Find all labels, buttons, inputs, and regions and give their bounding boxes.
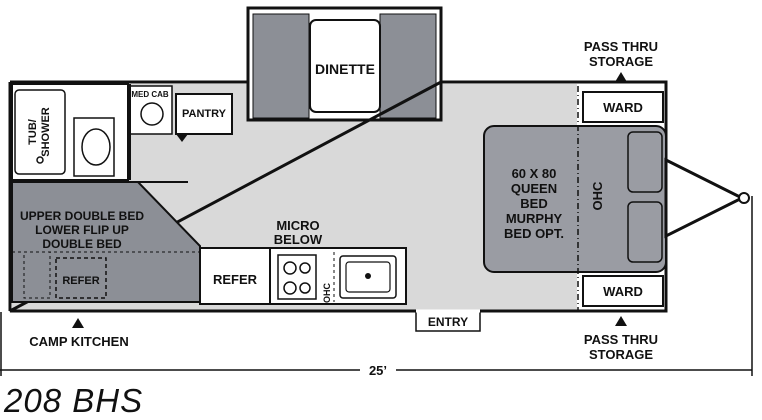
- burner-4: [299, 282, 311, 294]
- arrow-up-bottom-icon: [615, 316, 627, 326]
- bed-label-1: 60 X 80: [512, 166, 557, 181]
- dinette-label: DINETTE: [315, 61, 375, 77]
- bed-label-4: MURPHY: [506, 211, 563, 226]
- bunk-ladder: [23, 251, 51, 299]
- bath-wall: [128, 84, 131, 180]
- pantry-notch: [176, 134, 188, 142]
- length-label: 25’: [369, 363, 387, 378]
- burner-3: [283, 281, 297, 295]
- pass-thru-top-label-1: PASS THRU: [584, 39, 658, 54]
- dinette-table: [309, 19, 381, 113]
- pillow-2: [627, 201, 663, 263]
- dinette-bench-right: [379, 13, 437, 119]
- pantry: [175, 93, 233, 135]
- ward-bottom-box: [582, 275, 664, 307]
- pass-thru-bottom-label-2: STORAGE: [589, 347, 653, 362]
- bunk-label-3: DOUBLE BED: [42, 237, 122, 251]
- sink-bowl: [140, 102, 164, 126]
- ward-bottom-label: WARD: [603, 284, 643, 299]
- pass-thru-bottom-label-1: PASS THRU: [584, 332, 658, 347]
- burner-1: [283, 261, 297, 275]
- med-cab-box: [127, 85, 173, 135]
- bunk-label-1: UPPER DOUBLE BED: [20, 209, 144, 223]
- sink-basin: [345, 261, 391, 293]
- entry-label: ENTRY: [428, 315, 468, 329]
- tub-label-1: TUB/: [27, 119, 39, 145]
- burner-2: [299, 262, 311, 274]
- arrow-up-top-icon: [615, 72, 627, 82]
- tub-label-2: SHOWER: [40, 107, 52, 157]
- hitch-coupler: [738, 192, 750, 204]
- bed-label-2: QUEEN: [511, 181, 557, 196]
- ohc-bed-label: OHC: [590, 181, 605, 211]
- model-name: 208 BHS: [4, 382, 144, 419]
- micro-label-2: BELOW: [274, 232, 323, 247]
- dinette-bench-left: [252, 13, 310, 119]
- bunk-label-2: LOWER FLIP UP: [35, 223, 129, 237]
- outdoor-refer-label: REFER: [62, 275, 99, 287]
- pantry-label: PANTRY: [182, 108, 227, 120]
- ohc-kitchen-label: OHC: [322, 283, 332, 304]
- faucet-icon: [365, 273, 371, 279]
- stove: [277, 254, 317, 300]
- bed-label-3: BED: [520, 196, 547, 211]
- pass-thru-top-label-2: STORAGE: [589, 54, 653, 69]
- arrow-up-camp-icon: [72, 318, 84, 328]
- dim-label-bg: [360, 360, 396, 380]
- hitch-a-frame: [664, 157, 746, 239]
- outdoor-refer-box: [55, 257, 107, 299]
- tub: [14, 89, 66, 175]
- bed-label-5: BED OPT.: [504, 226, 564, 241]
- refer-label: REFER: [213, 272, 258, 287]
- ward-top-box: [582, 91, 664, 123]
- camp-kitchen-label: CAMP KITCHEN: [29, 334, 128, 349]
- drain-icon: [36, 156, 44, 164]
- pillow-1: [627, 131, 663, 193]
- ward-top-label: WARD: [603, 100, 643, 115]
- toilet: [81, 128, 111, 166]
- micro-label-1: MICRO: [276, 218, 319, 233]
- med-cab-label: MED CAB: [131, 90, 169, 99]
